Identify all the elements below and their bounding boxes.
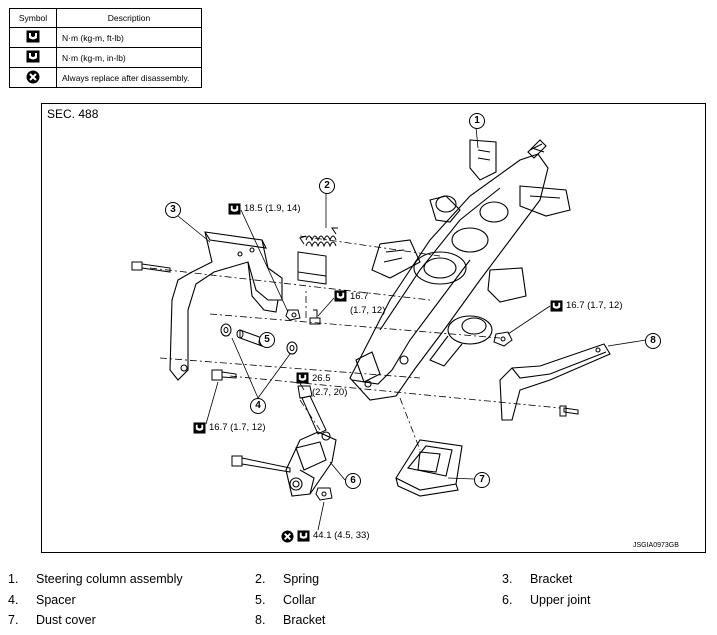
callout-3: 3 xyxy=(165,202,181,218)
torque-wrench-icon xyxy=(297,530,310,542)
screw-small xyxy=(559,405,579,417)
steering-column-1 xyxy=(349,139,571,401)
section-label: SEC. 488 xyxy=(47,107,99,121)
replace-x-icon xyxy=(26,70,40,83)
list-item: 8.Bracket xyxy=(255,613,326,627)
torque-value-secondary: (1.7, 12) xyxy=(350,305,386,316)
nut-joint xyxy=(315,487,333,501)
table-cell-description: Always replace after disassembly. xyxy=(56,67,202,88)
bolt-left-top xyxy=(131,261,171,273)
torque-callout: 26.5 (2.7, 20) xyxy=(296,372,347,400)
bolt-center xyxy=(309,309,321,325)
bracket-3 xyxy=(169,231,283,381)
nut-right xyxy=(493,331,513,347)
list-item: 7.Dust cover xyxy=(8,613,96,627)
callout-1: 1 xyxy=(469,113,485,129)
torque-value-secondary: (2.7, 20) xyxy=(312,387,348,398)
torque-callout: 16.7 (1.7, 12) xyxy=(334,290,385,318)
list-item: 3.Bracket xyxy=(502,572,573,586)
torque-value: 26.5 xyxy=(312,373,331,384)
symbol-table: Symbol Description N·m (kg-m, ft-lb) N·m… xyxy=(9,8,202,88)
callout-7: 7 xyxy=(474,472,490,488)
torque-wrench-nm-icon xyxy=(26,30,40,43)
torque-wrench-icon xyxy=(550,300,563,312)
torque-wrench-icon xyxy=(296,372,309,384)
torque-callout: 16.7 (1.7, 12) xyxy=(193,422,266,434)
torque-value: 16.7 (1.7, 12) xyxy=(209,422,266,433)
spacer-washers xyxy=(220,323,298,355)
bracket-8 xyxy=(499,343,611,421)
torque-wrench-icon xyxy=(228,203,241,215)
torque-callout: 18.5 (1.9, 14) xyxy=(228,203,301,215)
callout-4: 4 xyxy=(250,398,266,414)
upper-joint-6 xyxy=(285,431,337,497)
nut-center xyxy=(285,309,301,321)
diagram-frame xyxy=(41,103,706,553)
list-item: 6.Upper joint xyxy=(502,593,591,607)
torque-callout: 44.1 (4.5, 33) xyxy=(281,530,370,543)
torque-value: 44.1 (4.5, 33) xyxy=(313,530,370,541)
bolt-joint-left xyxy=(231,455,291,473)
torque-value: 16.7 (1.7, 12) xyxy=(566,300,623,311)
torque-wrench-icon xyxy=(193,422,206,434)
replace-x-icon xyxy=(281,530,294,543)
list-item: 4.Spacer xyxy=(8,593,76,607)
alignment-lines xyxy=(149,235,561,451)
dust-cover-7 xyxy=(395,439,463,497)
figure-code: JSGIA0973GB xyxy=(633,542,679,549)
spring-2 xyxy=(299,227,338,248)
spring-plate xyxy=(297,251,327,285)
table-row: Always replace after disassembly. xyxy=(9,67,202,88)
torque-callout: 16.7 (1.7, 12) xyxy=(550,300,623,312)
torque-wrench-inlb-icon xyxy=(26,50,40,63)
list-item: 5.Collar xyxy=(255,593,316,607)
leader-lines xyxy=(177,126,647,531)
callout-2: 2 xyxy=(319,178,335,194)
bolt-left-bottom xyxy=(211,369,237,381)
torque-value: 18.5 (1.9, 14) xyxy=(244,203,301,214)
torque-value: 16.7 xyxy=(350,291,369,302)
list-item: 1.Steering column assembly xyxy=(8,572,183,586)
list-item: 2.Spring xyxy=(255,572,320,586)
callout-6: 6 xyxy=(345,473,361,489)
torque-wrench-icon xyxy=(334,290,347,302)
callout-5: 5 xyxy=(259,332,275,348)
bolt-joint xyxy=(297,385,327,435)
callout-8: 8 xyxy=(645,333,661,349)
